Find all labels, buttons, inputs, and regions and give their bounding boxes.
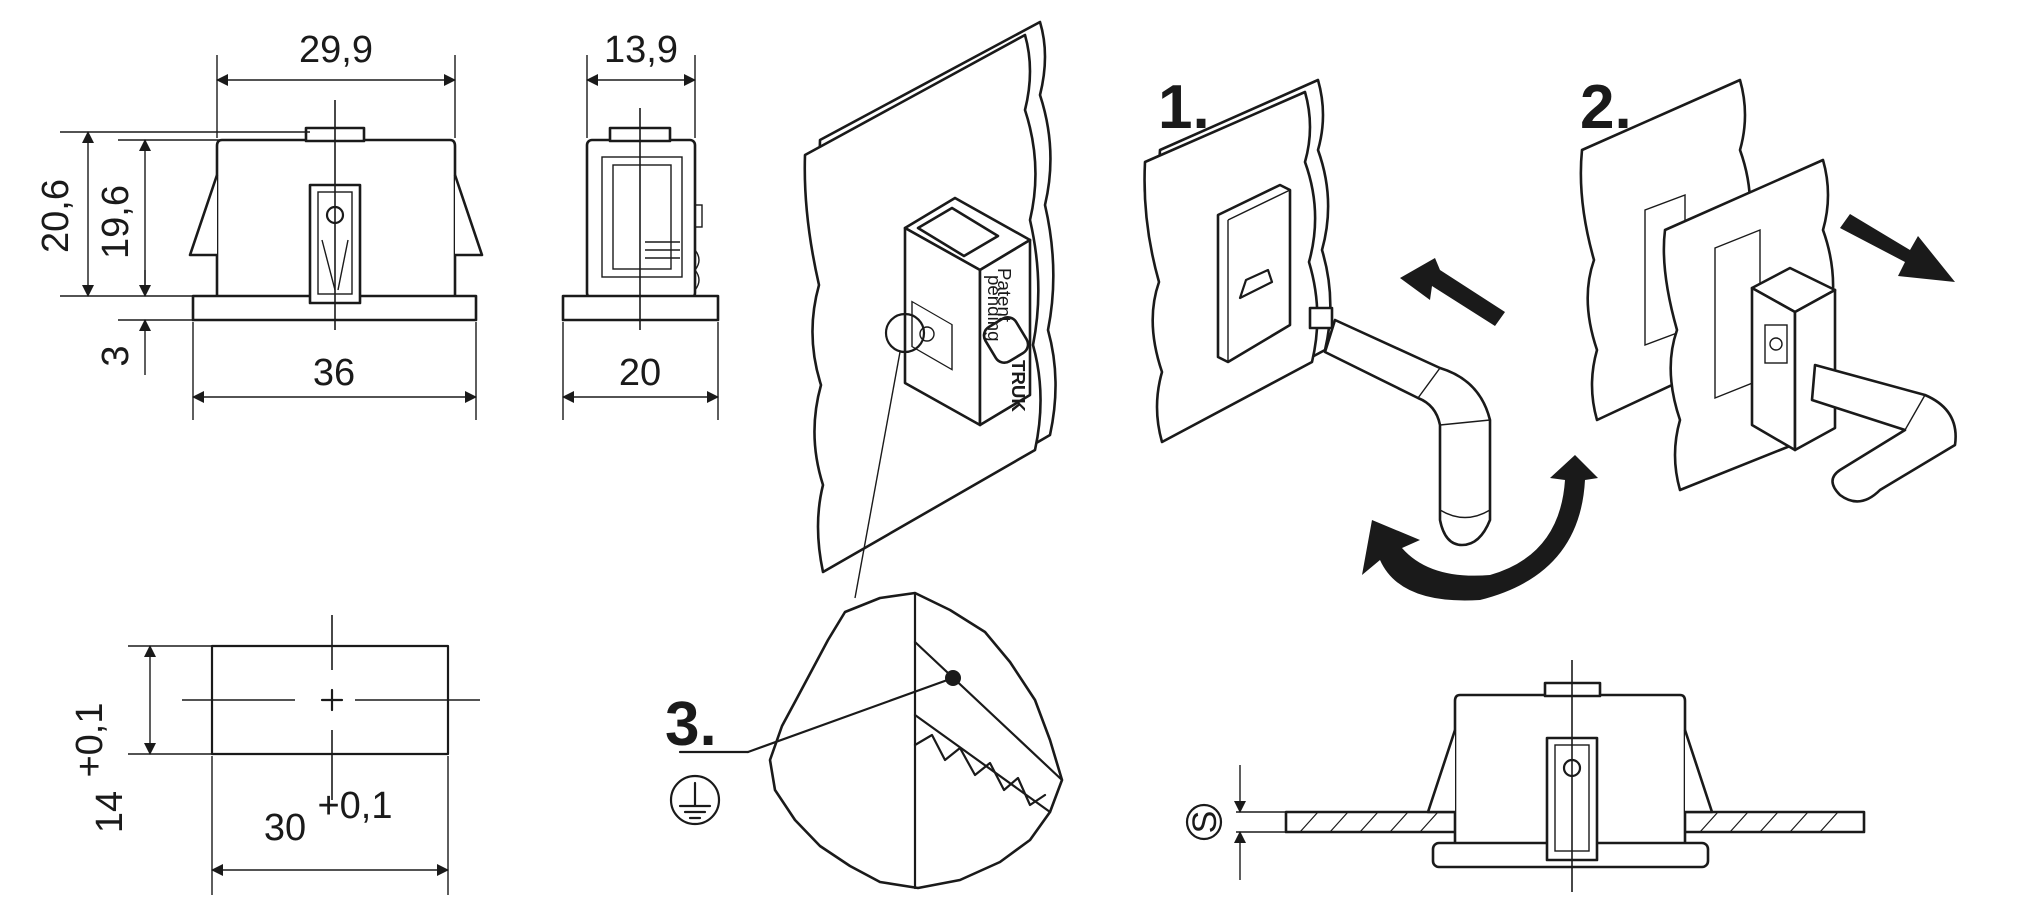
- step2-tool: [1810, 363, 1957, 503]
- step1-tool: [1323, 318, 1492, 547]
- dim-cutout-width-tol: +0,1: [317, 785, 392, 827]
- mounted-unit-iso: Patent pending TRUK: [803, 20, 1057, 599]
- housing-label-patent: Patent: [994, 268, 1015, 323]
- step-1-illustration: 1.: [1143, 73, 1598, 601]
- iso-label-plate: [982, 316, 1030, 364]
- dim-depth-base: 20: [619, 352, 661, 394]
- earth-ground-icon: [669, 774, 721, 826]
- insert-arrow-icon: [1400, 258, 1505, 326]
- side-housing: [585, 138, 697, 300]
- rotate-arrow-icon: [1362, 455, 1598, 601]
- dim-cutout-height-tol: +0,1: [69, 702, 111, 777]
- pull-arrow-icon: [1840, 214, 1955, 282]
- panel-section-view: S: [1185, 660, 1866, 892]
- dim-flange-thickness: 3: [95, 345, 137, 366]
- front-left-clip: [188, 174, 219, 257]
- dim-height-inner: 19,6: [95, 185, 137, 259]
- dim-width-base: 36: [313, 352, 355, 394]
- ground-detail-marker: [884, 312, 926, 354]
- thickness-symbol-circle: [1185, 803, 1223, 841]
- dim-cutout-width: 30: [264, 807, 306, 849]
- step-3-label: 3.: [665, 690, 717, 759]
- housing-label-truk: TRUK: [1008, 360, 1029, 412]
- panel-cutout: 14 +0,1 30 +0,1: [69, 615, 480, 895]
- housing-label-pending: pending: [984, 275, 1005, 342]
- thickness-symbol: S: [1186, 811, 1224, 834]
- side-view: 13,9 20: [561, 29, 720, 420]
- front-right-clip: [453, 174, 484, 257]
- dim-width-top: 29,9: [299, 29, 373, 71]
- step1-switch: [1216, 183, 1292, 364]
- iso-rocker: [916, 206, 1000, 258]
- dim-depth-top: 13,9: [604, 29, 678, 71]
- dim-height-outer: 20,6: [35, 179, 77, 253]
- dim-cutout-height: 14: [89, 791, 131, 833]
- step2-switch: [1750, 286, 1797, 452]
- step-2-illustration: 2.: [1579, 73, 1957, 503]
- ground-detail: 3.: [665, 591, 1064, 890]
- front-view: 29,9 20,6 19,6 3 36: [35, 29, 484, 420]
